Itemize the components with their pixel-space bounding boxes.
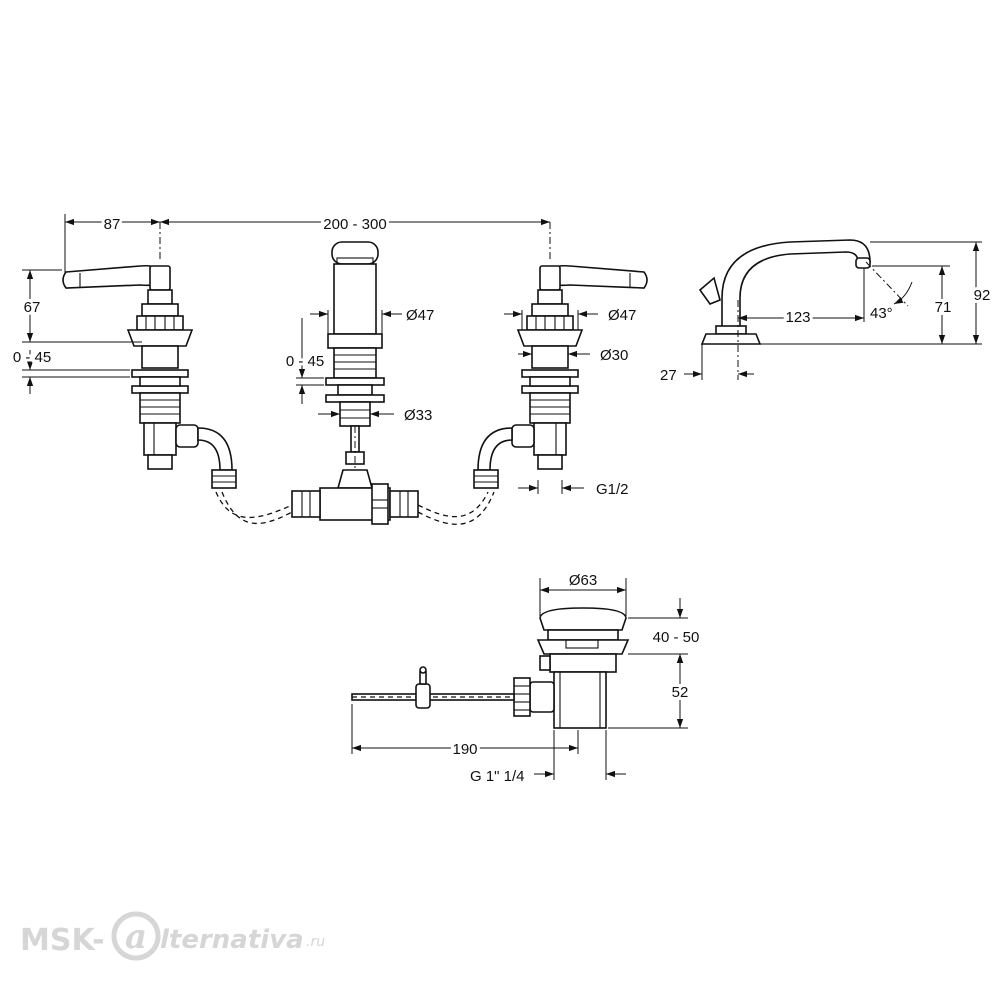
dim-spout-reach: 123	[785, 309, 810, 326]
dim-deck-thickness-center: 0 - 45	[286, 353, 324, 370]
right-valve	[473, 264, 648, 489]
dim-spout-base-width: 27	[660, 367, 677, 384]
flexible-hoses	[215, 491, 495, 525]
dim-spout-shank-diameter: Ø33	[404, 407, 432, 424]
watermark-domain: .ru	[306, 934, 325, 950]
dim-valve-height: 67	[24, 299, 41, 316]
dim-spout-angle: 43°	[870, 305, 893, 322]
dim-waste-body-height: 52	[672, 684, 689, 701]
watermark-prefix: MSK-	[20, 923, 105, 958]
dimension-labels: 87 200 - 300 67 0 - 45 0 - 45 Ø47 Ø33 Ø4…	[10, 213, 994, 785]
dim-spout-total-height: 92	[974, 287, 991, 304]
dimension-lines	[22, 214, 982, 780]
at-sign-glyph: a	[125, 917, 147, 957]
watermark-logo: MSK- a lternativa .ru	[20, 911, 325, 961]
dim-valve-shank-diameter: Ø30	[600, 347, 628, 364]
dim-waste-diameter: Ø63	[569, 572, 597, 589]
dim-spout-base-diameter: Ø47	[406, 307, 434, 324]
dim-spout-height: 71	[935, 299, 952, 316]
dim-waste-deck-range: 40 - 50	[653, 629, 700, 646]
watermark-suffix: lternativa	[160, 925, 304, 955]
center-lines	[159, 222, 909, 470]
dim-deck-thickness-left: 0 - 45	[13, 349, 51, 366]
dim-pull-rod-length: 190	[452, 741, 477, 758]
left-valve	[62, 264, 237, 489]
at-sign-icon	[111, 911, 161, 961]
dim-valve-base-diameter: Ø47	[608, 307, 636, 324]
dim-inlet-thread: G1/2	[596, 481, 629, 498]
dim-center-distance: 200 - 300	[323, 216, 386, 233]
side-view-spout	[698, 239, 871, 345]
dim-handle-offset: 87	[104, 216, 121, 233]
dim-waste-thread: G 1" 1/4	[470, 768, 525, 785]
waste-assembly	[351, 607, 630, 729]
center-spout	[291, 241, 419, 525]
